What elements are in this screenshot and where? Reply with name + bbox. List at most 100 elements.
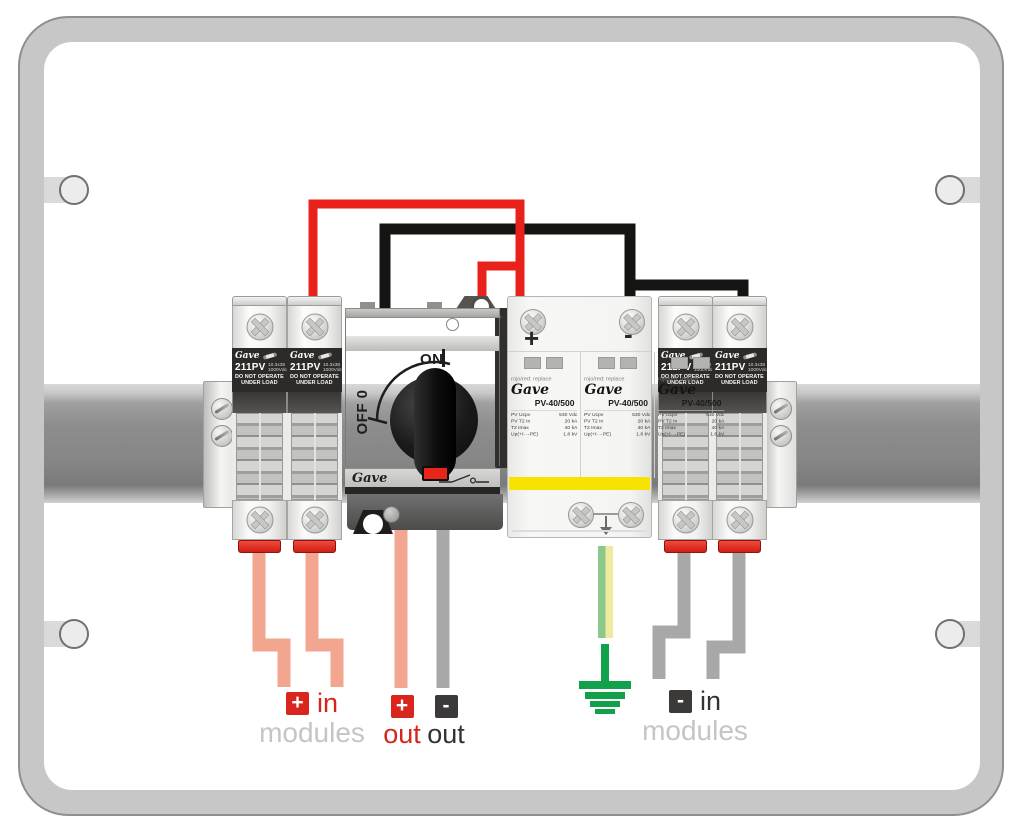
- switch-top-bar: [345, 308, 500, 318]
- wire-module-positive-2: [305, 545, 344, 687]
- brand-logo: Gave: [235, 350, 260, 361]
- label-out-text: out: [427, 719, 465, 749]
- spd-terminal-screw-icon: [619, 309, 645, 335]
- ground-wire: [605, 546, 613, 638]
- spd-yellow-band: [509, 477, 650, 490]
- spd-status-windows: [524, 357, 564, 369]
- fuse-holder-right-1: Gave 211PV 10.3x38 1000Vdc DO NOT OPERAT…: [658, 296, 713, 553]
- fuse-warning: DO NOT OPERATE UNDER LOAD: [715, 374, 764, 387]
- spd-status-window: [693, 357, 711, 369]
- minus-symbol-icon: -: [668, 689, 692, 713]
- spd-foot-line: [512, 530, 647, 532]
- spd-replace-note: rojo/red: replace: [657, 375, 699, 382]
- fuse-ratings: 10.3x38 1000Vdc: [748, 361, 767, 373]
- fuse-top-terminal: [712, 306, 767, 348]
- brand-logo: Gave: [584, 382, 623, 398]
- fuse-holder-right-2: Gave 211PV 10.3x38 1000Vdc DO NOT OPERAT…: [712, 296, 767, 553]
- spd-replace-note: rojo/red: replace: [511, 375, 552, 382]
- fuse-top-cap: [287, 296, 342, 306]
- spd-replace-note: rojo/red: replace: [584, 375, 625, 382]
- fuse-body-shadow: [232, 392, 287, 413]
- fuse-top-cap: [658, 296, 713, 306]
- terminal-screw-icon: [246, 313, 273, 341]
- spd-model: PV-40/500: [681, 398, 722, 409]
- spd-earth-arrow-icon: [600, 516, 612, 535]
- spd-ground-screw-icon: [568, 502, 594, 528]
- wire-module-negative-1: [652, 545, 691, 679]
- wire-black-negative: [379, 223, 636, 318]
- fuse-carrier-window: [287, 413, 342, 500]
- fuse-label: Gave 211PV 10.3x38 1000Vdc DO NOT OPERAT…: [712, 348, 767, 392]
- fuse-holder-left-1: Gave 211PV 10.3x38 1000Vdc DO NOT OPERAT…: [232, 296, 287, 553]
- surge-protector: + - rojo/red: replace Gave PV-40/500 PV …: [507, 296, 725, 538]
- label-modules-text: modules: [259, 717, 365, 748]
- terminal-screw-icon: [672, 506, 699, 534]
- fuse-carrier-window: [658, 413, 713, 500]
- spd-modules: rojo/red: replace Gave PV-40/500 PV Ucpv…: [508, 351, 725, 478]
- spd-status-window: [597, 357, 615, 369]
- fuse-ratings: 10.3x38 1000Vdc: [268, 361, 287, 373]
- label-plus-in-modules: + in modules: [250, 690, 374, 749]
- spd-status-window: [671, 357, 689, 369]
- fuse-red-cap: [664, 540, 707, 553]
- switch-rivet-icon: [446, 318, 459, 331]
- brand-logo: Gave: [290, 350, 315, 361]
- switch-base-screw-icon: [383, 506, 400, 523]
- switch-red-indicator: [422, 466, 449, 481]
- fuse-holder-left-2: Gave 211PV 10.3x38 1000Vdc DO NOT OPERAT…: [287, 296, 342, 553]
- plus-symbol-icon: +: [285, 691, 309, 715]
- label-in-text: in: [699, 686, 721, 716]
- switch-on-tick: [442, 349, 445, 367]
- mounting-hole: [59, 619, 89, 649]
- label-plus-out: + out: [372, 694, 432, 749]
- fuse-ratings: 10.3x38 1000Vdc: [323, 361, 342, 373]
- brand-logo: Gave: [661, 350, 686, 361]
- fuse-body-shadow: [712, 392, 767, 413]
- terminal-screw-icon: [246, 506, 273, 534]
- disconnect-symbol-icon: [439, 474, 489, 484]
- fuse-carrier-window: [712, 413, 767, 500]
- mounting-hole: [59, 175, 89, 205]
- brand-logo: Gave: [511, 382, 550, 398]
- wire-module-negative-2: [706, 545, 746, 679]
- switch-light-strip: [346, 336, 499, 351]
- switch-body: ON OFF 0: [345, 318, 500, 466]
- spd-terminal-screw-icon: [520, 309, 546, 335]
- wire-module-positive-1: [252, 545, 291, 687]
- switch-mount-tab: [360, 302, 375, 309]
- fuse-model: 211PV: [235, 362, 266, 373]
- spd-module: rojo/red: replace Gave PV-40/500 PV Ucpv…: [581, 352, 655, 478]
- fuse-red-cap: [718, 540, 761, 553]
- fuse-top-terminal: [287, 306, 342, 348]
- switch-dark-band: [345, 487, 500, 494]
- fuse-top-terminal: [658, 306, 713, 348]
- spd-model: PV-40/500: [608, 398, 648, 409]
- spd-module: rojo/red: replace Gave PV-40/500 PV Ucpv…: [655, 352, 727, 478]
- mounting-hole: [935, 619, 965, 649]
- fuse-warning: DO NOT OPERATE UNDER LOAD: [235, 374, 284, 387]
- brand-logo: Gave: [657, 382, 697, 398]
- fuse-red-cap: [293, 540, 336, 553]
- fuse-top-cap: [232, 296, 287, 306]
- spd-status-window: [546, 357, 564, 369]
- spd-model: PV-40/500: [534, 398, 575, 409]
- spd-status-windows: [597, 357, 638, 369]
- label-minus-out: - out: [416, 694, 476, 749]
- fuse-bottom-terminal: [712, 500, 767, 540]
- minus-symbol-icon: -: [434, 694, 458, 718]
- spd-status-window: [524, 357, 542, 369]
- terminal-screw-icon: [672, 313, 699, 341]
- mounting-hole: [935, 175, 965, 205]
- label-modules-text: modules: [642, 715, 748, 746]
- spd-module: rojo/red: replace Gave PV-40/500 PV Ucpv…: [508, 352, 582, 478]
- label-out-text: out: [383, 719, 421, 749]
- fuse-label: Gave 211PV 10.3x38 1000Vdc DO NOT OPERAT…: [232, 348, 287, 392]
- fuse-warning: DO NOT OPERATE UNDER LOAD: [661, 374, 710, 387]
- switch-handle: [414, 368, 456, 480]
- switch-rotation-arc: [367, 360, 451, 425]
- fuse-body-shadow: [287, 392, 342, 413]
